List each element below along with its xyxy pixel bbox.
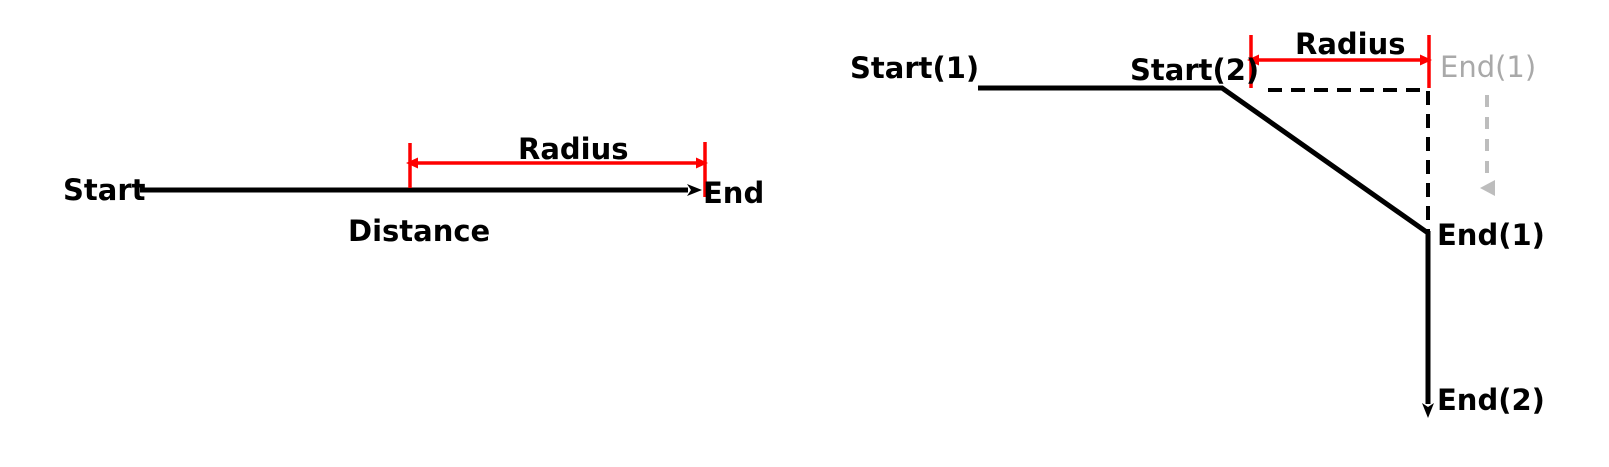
left-panel-group: Start End Distance Radius <box>63 132 764 248</box>
right-end-1-ghost-label: End(1) <box>1440 50 1536 84</box>
right-end-2-label: End(2) <box>1437 383 1545 417</box>
left-end-label: End <box>703 176 764 210</box>
right-end-1-label: End(1) <box>1437 218 1545 252</box>
right-start-1-label: Start(1) <box>850 51 979 85</box>
left-distance-label: Distance <box>348 214 490 248</box>
left-radius-label: Radius <box>518 132 629 166</box>
right-panel-group: Start(1) Start(2) End(1) End(1) End(2) R… <box>850 27 1545 418</box>
right-polyline-segment-1 <box>978 85 1430 236</box>
right-radius-label: Radius <box>1295 27 1406 61</box>
left-start-label: Start <box>63 173 146 207</box>
right-ghost-corner-dashed-path <box>1268 88 1430 233</box>
right-start-2-label: Start(2) <box>1130 53 1259 87</box>
